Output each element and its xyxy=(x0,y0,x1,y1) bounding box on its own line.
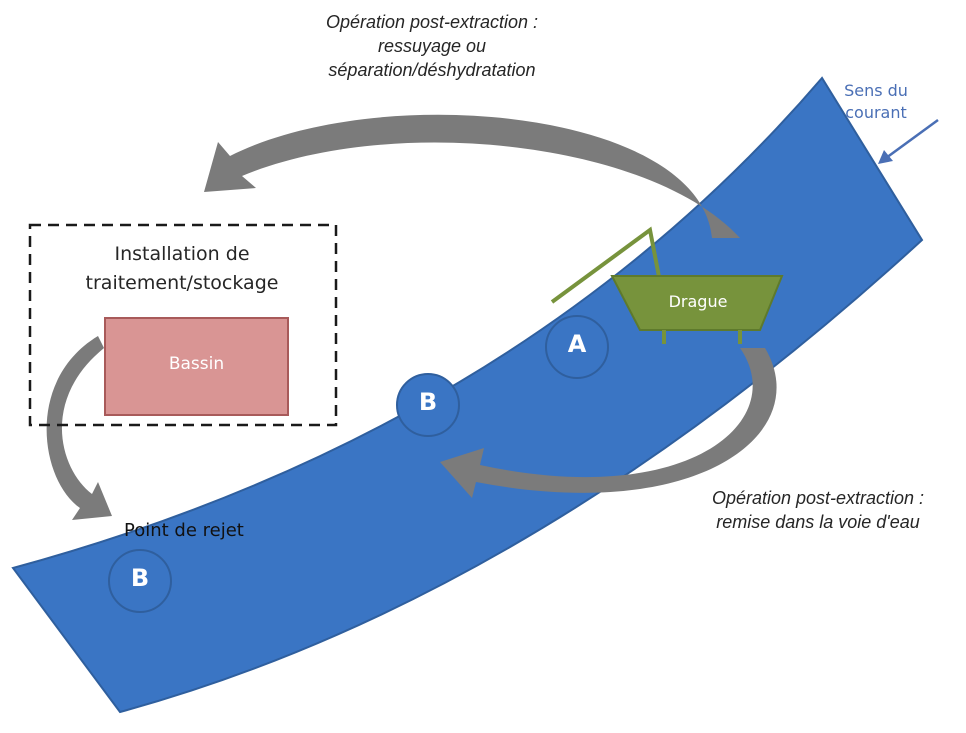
installation-box xyxy=(28,223,338,427)
river xyxy=(11,76,924,714)
marker-a-label: A xyxy=(567,330,587,358)
marker-b-low-label: B xyxy=(130,564,150,592)
top-operation-note: Opération post-extraction : ressuyage ou… xyxy=(272,10,592,82)
marker-b-low-circle xyxy=(108,549,172,613)
bottom-note-line-1: Opération post-extraction : xyxy=(711,488,925,508)
marker-b-mid-circle xyxy=(396,373,460,437)
current-direction-label: Sens du courant xyxy=(824,80,928,124)
current-line-1: Sens du xyxy=(844,81,908,100)
basin-label: Bassin xyxy=(168,354,225,374)
left-curved-arrow xyxy=(46,336,113,520)
arrow-down-left-icon xyxy=(878,118,939,164)
top-note-line-3: séparation/déshydratation xyxy=(328,60,536,80)
dredge-label: Drague xyxy=(668,292,728,311)
top-curved-arrow xyxy=(204,114,740,238)
discharge-point-label: Point de rejet xyxy=(124,520,244,541)
current-line-2: courant xyxy=(845,103,907,122)
installation-line-2: traitement/stockage xyxy=(85,272,279,294)
marker-b-mid-label: B xyxy=(418,388,438,416)
bottom-note-line-2: remise dans la voie d'eau xyxy=(716,512,920,532)
bottom-operation-note: Opération post-extraction : remise dans … xyxy=(668,486,966,534)
dredge-crane xyxy=(550,226,662,304)
marker-a-circle xyxy=(545,315,609,379)
installation-line-1: Installation de xyxy=(114,243,250,265)
top-note-line-1: Opération post-extraction : xyxy=(325,12,539,32)
dredge-hull xyxy=(610,275,784,331)
basin xyxy=(104,317,289,416)
top-note-line-2: ressuyage ou xyxy=(377,36,487,56)
right-curved-arrow xyxy=(440,348,777,498)
installation-label: Installation de traitement/stockage xyxy=(32,240,332,298)
